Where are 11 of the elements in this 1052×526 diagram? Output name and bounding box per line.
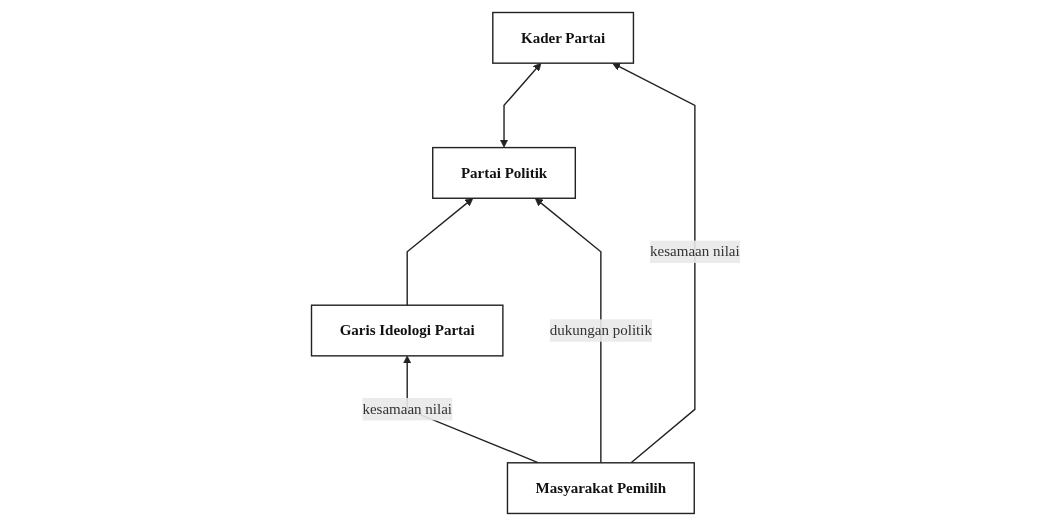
edge-label: kesamaan nilai [650, 243, 741, 260]
edge-label: kesamaan nilai [362, 400, 453, 417]
node-box: Partai Politik [432, 146, 577, 199]
arrow [406, 197, 474, 306]
node-box: Garis Ideologi Partai [311, 304, 504, 357]
node-box: Masyarakat Pemilih [507, 462, 696, 515]
arrow [535, 197, 602, 464]
edge-label: dukungan politik [550, 322, 653, 339]
arrow [612, 62, 696, 464]
node-box: Kader Partai [492, 11, 635, 64]
arrow [500, 62, 542, 148]
